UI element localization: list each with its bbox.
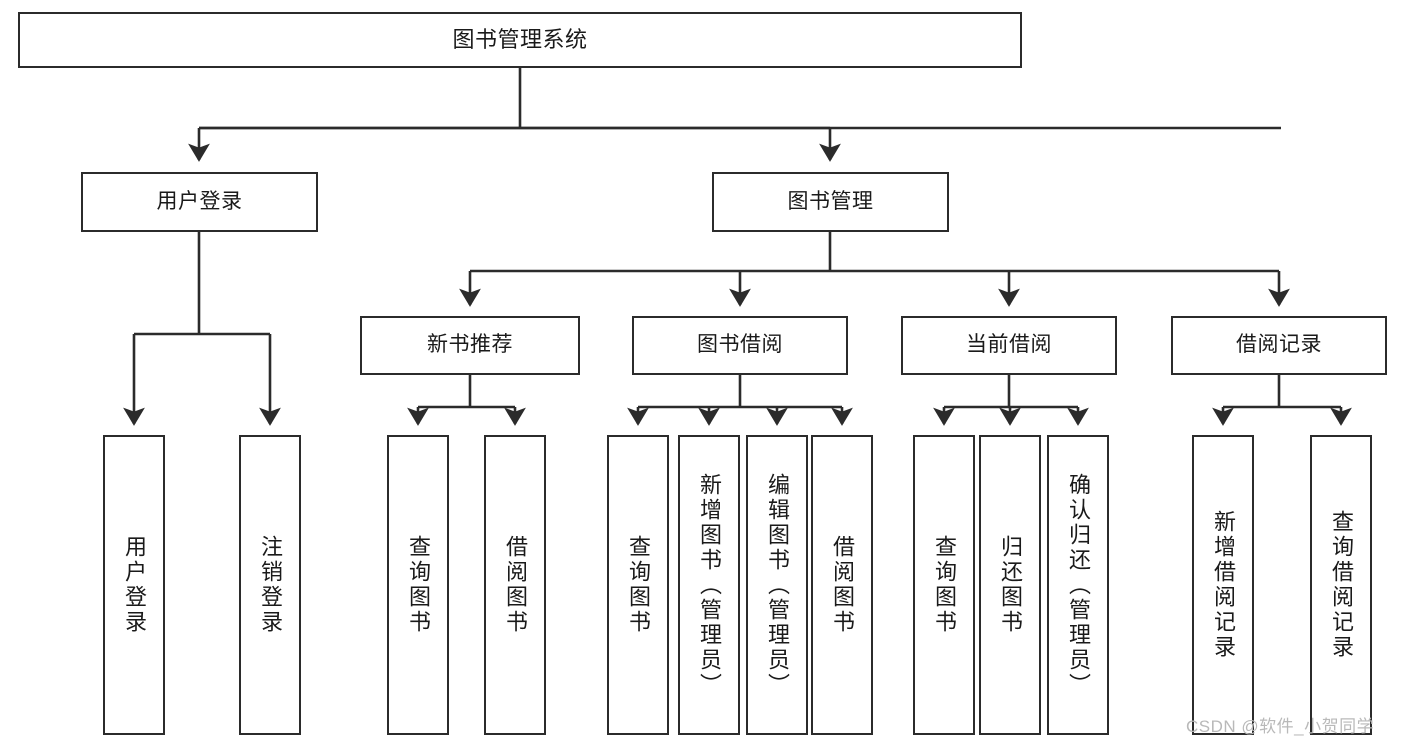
leaf-return-book[interactable]: 归还图书 xyxy=(979,435,1041,735)
node-label: 编辑图书（管理员） xyxy=(764,472,790,698)
node-label: 借阅图书 xyxy=(829,535,855,635)
node-label: 用户登录 xyxy=(121,535,147,635)
node-label: 新增图书（管理员） xyxy=(696,472,722,698)
leaf-logout-login[interactable]: 注销登录 xyxy=(239,435,301,735)
node-label: 图书管理系统 xyxy=(452,26,588,52)
node-label: 查询图书 xyxy=(405,535,431,635)
leaf-user-login[interactable]: 用户登录 xyxy=(103,435,165,735)
node-label: 确认归还（管理员） xyxy=(1065,472,1091,698)
node-book-borrow[interactable]: 图书借阅 xyxy=(632,316,848,375)
node-current-borrow[interactable]: 当前借阅 xyxy=(901,316,1117,375)
node-label: 查询图书 xyxy=(931,535,957,635)
node-borrow-record[interactable]: 借阅记录 xyxy=(1171,316,1387,375)
node-new-book-recommend[interactable]: 新书推荐 xyxy=(360,316,580,375)
leaf-query-borrow-record[interactable]: 查询借阅记录 xyxy=(1310,435,1372,735)
node-label: 注销登录 xyxy=(257,535,283,635)
node-user-login[interactable]: 用户登录 xyxy=(81,172,318,232)
leaf-borrow-book-borrow[interactable]: 借阅图书 xyxy=(811,435,873,735)
node-label: 新书推荐 xyxy=(427,333,513,357)
node-label: 查询图书 xyxy=(625,535,651,635)
node-label: 图书管理 xyxy=(787,189,874,213)
leaf-borrow-book-recommend[interactable]: 借阅图书 xyxy=(484,435,546,735)
node-book-manage[interactable]: 图书管理 xyxy=(712,172,949,232)
leaf-confirm-return[interactable]: 确认归还（管理员） xyxy=(1047,435,1109,735)
leaf-query-book-borrow[interactable]: 查询图书 xyxy=(607,435,669,735)
leaf-query-book-current[interactable]: 查询图书 xyxy=(913,435,975,735)
leaf-edit-book[interactable]: 编辑图书（管理员） xyxy=(746,435,808,735)
node-label: 查询借阅记录 xyxy=(1328,510,1354,660)
node-root-system[interactable]: 图书管理系统 xyxy=(18,12,1022,68)
node-label: 图书借阅 xyxy=(697,333,783,357)
node-label: 当前借阅 xyxy=(966,333,1052,357)
node-label: 新增借阅记录 xyxy=(1210,510,1236,660)
node-label: 借阅记录 xyxy=(1236,333,1322,357)
leaf-query-book-recommend[interactable]: 查询图书 xyxy=(387,435,449,735)
node-label: 借阅图书 xyxy=(502,535,528,635)
node-label: 归还图书 xyxy=(997,535,1023,635)
leaf-add-borrow-record[interactable]: 新增借阅记录 xyxy=(1192,435,1254,735)
csdn-watermark: CSDN @软件_小贺同学 xyxy=(1186,717,1375,736)
node-label: 用户登录 xyxy=(156,189,243,213)
leaf-add-book[interactable]: 新增图书（管理员） xyxy=(678,435,740,735)
